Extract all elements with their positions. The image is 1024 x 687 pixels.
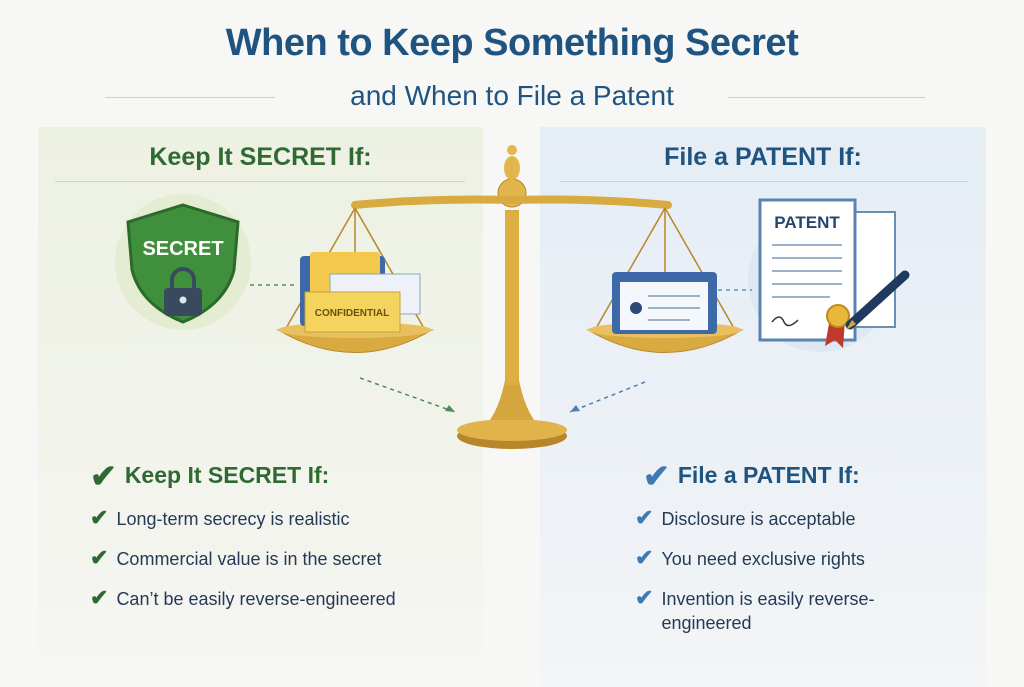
arrow-icon (570, 382, 645, 412)
check-icon: ✔ (90, 507, 108, 529)
patent-list: ✔ Disclosure is acceptable ✔ You need excl… (635, 507, 875, 635)
svg-text:SECRET: SECRET (142, 238, 223, 260)
shield-lock-icon: SECRET (115, 194, 251, 330)
list-item: ✔ You need exclusive rights (635, 547, 875, 587)
secret-list-heading: ✔ Keep It SECRET If: (90, 462, 329, 489)
list-item: ✔ Long-term secrecy is realistic (90, 507, 396, 547)
check-icon: ✔ (635, 547, 653, 569)
patent-list-title: File a PATENT If: (678, 462, 860, 489)
svg-text:CONFIDENTIAL: CONFIDENTIAL (315, 308, 389, 319)
patent-document-icon: PATENT (748, 200, 905, 352)
patent-list-heading: ✔ File a PATENT If: (643, 462, 860, 489)
list-item: ✔ Disclosure is acceptable (635, 507, 875, 547)
list-item-text: Invention is easily reverse- engineered (661, 587, 874, 635)
list-item: ✔ Invention is easily reverse- engineered (635, 587, 875, 635)
svg-text:PATENT: PATENT (774, 213, 840, 232)
secret-list-title: Keep It SECRET If: (125, 462, 329, 489)
list-item-text: Disclosure is acceptable (661, 507, 855, 531)
list-item-text: You need exclusive rights (661, 547, 864, 571)
list-item: ✔ Can’t be easily reverse-engineered (90, 587, 396, 627)
list-item: ✔ Commercial value is in the secret (90, 547, 396, 587)
balance-scale-icon: CONFIDENTIAL (278, 145, 742, 449)
list-item-text: Long-term secrecy is realistic (116, 507, 349, 531)
list-item-text: Commercial value is in the secret (116, 547, 381, 571)
check-icon: ✔ (90, 465, 117, 487)
check-icon: ✔ (635, 507, 653, 529)
check-icon: ✔ (643, 465, 670, 487)
list-item-text: Can’t be easily reverse-engineered (116, 587, 395, 611)
check-icon: ✔ (90, 547, 108, 569)
arrow-icon (360, 378, 455, 412)
check-icon: ✔ (635, 587, 653, 609)
secret-list: ✔ Long-term secrecy is realistic ✔ Commerc… (90, 507, 396, 627)
check-icon: ✔ (90, 587, 108, 609)
